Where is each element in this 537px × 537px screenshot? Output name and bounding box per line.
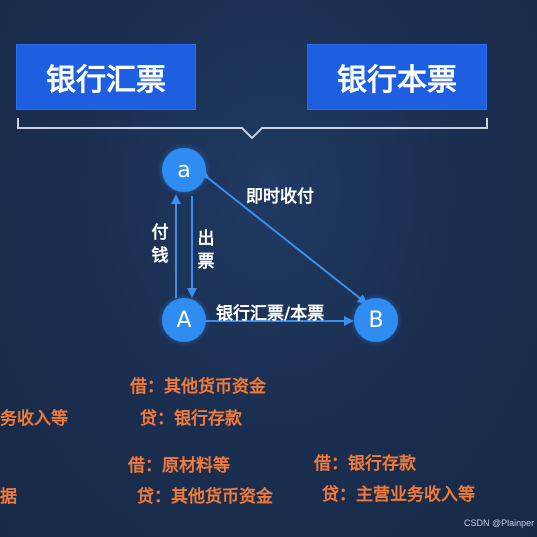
node-B-label: B [368, 307, 384, 333]
bank-draft-title-text: 银行汇票 [46, 63, 166, 98]
journal-entry: 务收入等 [0, 409, 68, 429]
journal-entry: 据 [0, 487, 17, 507]
group-brace [17, 118, 488, 140]
node-A-label: A [176, 307, 192, 333]
journal-entry: 借：原材料等 [128, 456, 230, 476]
bank-draft-title: 银行汇票 [16, 44, 196, 110]
bank-cashier-check-title: 银行本票 [307, 44, 487, 110]
node-B: B [354, 298, 398, 342]
watermark: CSDN @Plainper [464, 518, 535, 528]
journal-entry: 贷：主营业务收入等 [322, 485, 475, 505]
journal-entry: 贷：银行存款 [140, 409, 242, 429]
node-A: A [162, 298, 206, 342]
edge-pay-label: 付钱 [151, 223, 169, 266]
edge-collect-label: 即时收付 [246, 187, 314, 207]
journal-entry: 贷：其他货币资金 [137, 487, 273, 507]
journal-entry: 借：其他货币资金 [130, 377, 266, 397]
node-a-label: a [177, 157, 191, 183]
edge-collect [198, 169, 368, 305]
edge-draft-label: 银行汇票/本票 [216, 304, 325, 324]
journal-entry: 借：银行存款 [314, 454, 416, 474]
edge-issue-label: 出票 [197, 229, 215, 272]
node-a: a [162, 148, 206, 192]
bank-cashier-check-title-text: 银行本票 [337, 63, 457, 98]
